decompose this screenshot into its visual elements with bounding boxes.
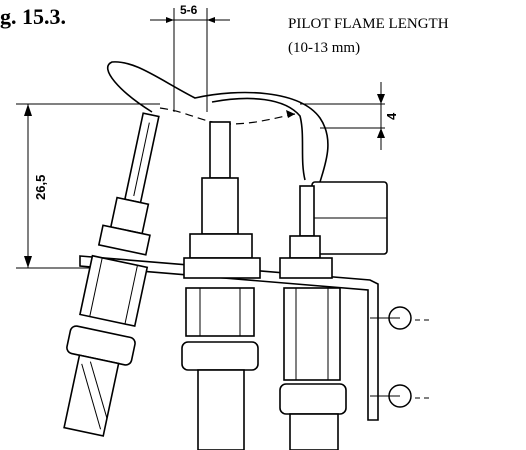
ignition-electrode: [63, 112, 160, 437]
flame-offset-dimension: 4: [300, 82, 399, 150]
annotation-line-1: PILOT FLAME LENGTH: [288, 16, 449, 32]
gap-dimension: 5-6: [150, 3, 230, 112]
gap-dimension-label: 5-6: [180, 3, 198, 17]
flame-offset-label: 4: [384, 112, 399, 120]
height-dimension: 26,5: [16, 103, 160, 269]
figure-label: g. 15.3.: [0, 4, 66, 29]
thermocouple: [279, 185, 347, 450]
annotation-line-2: (10-13 mm): [288, 40, 360, 56]
height-dimension-label: 26,5: [33, 175, 48, 200]
pilot-burner-tube: [181, 121, 261, 450]
